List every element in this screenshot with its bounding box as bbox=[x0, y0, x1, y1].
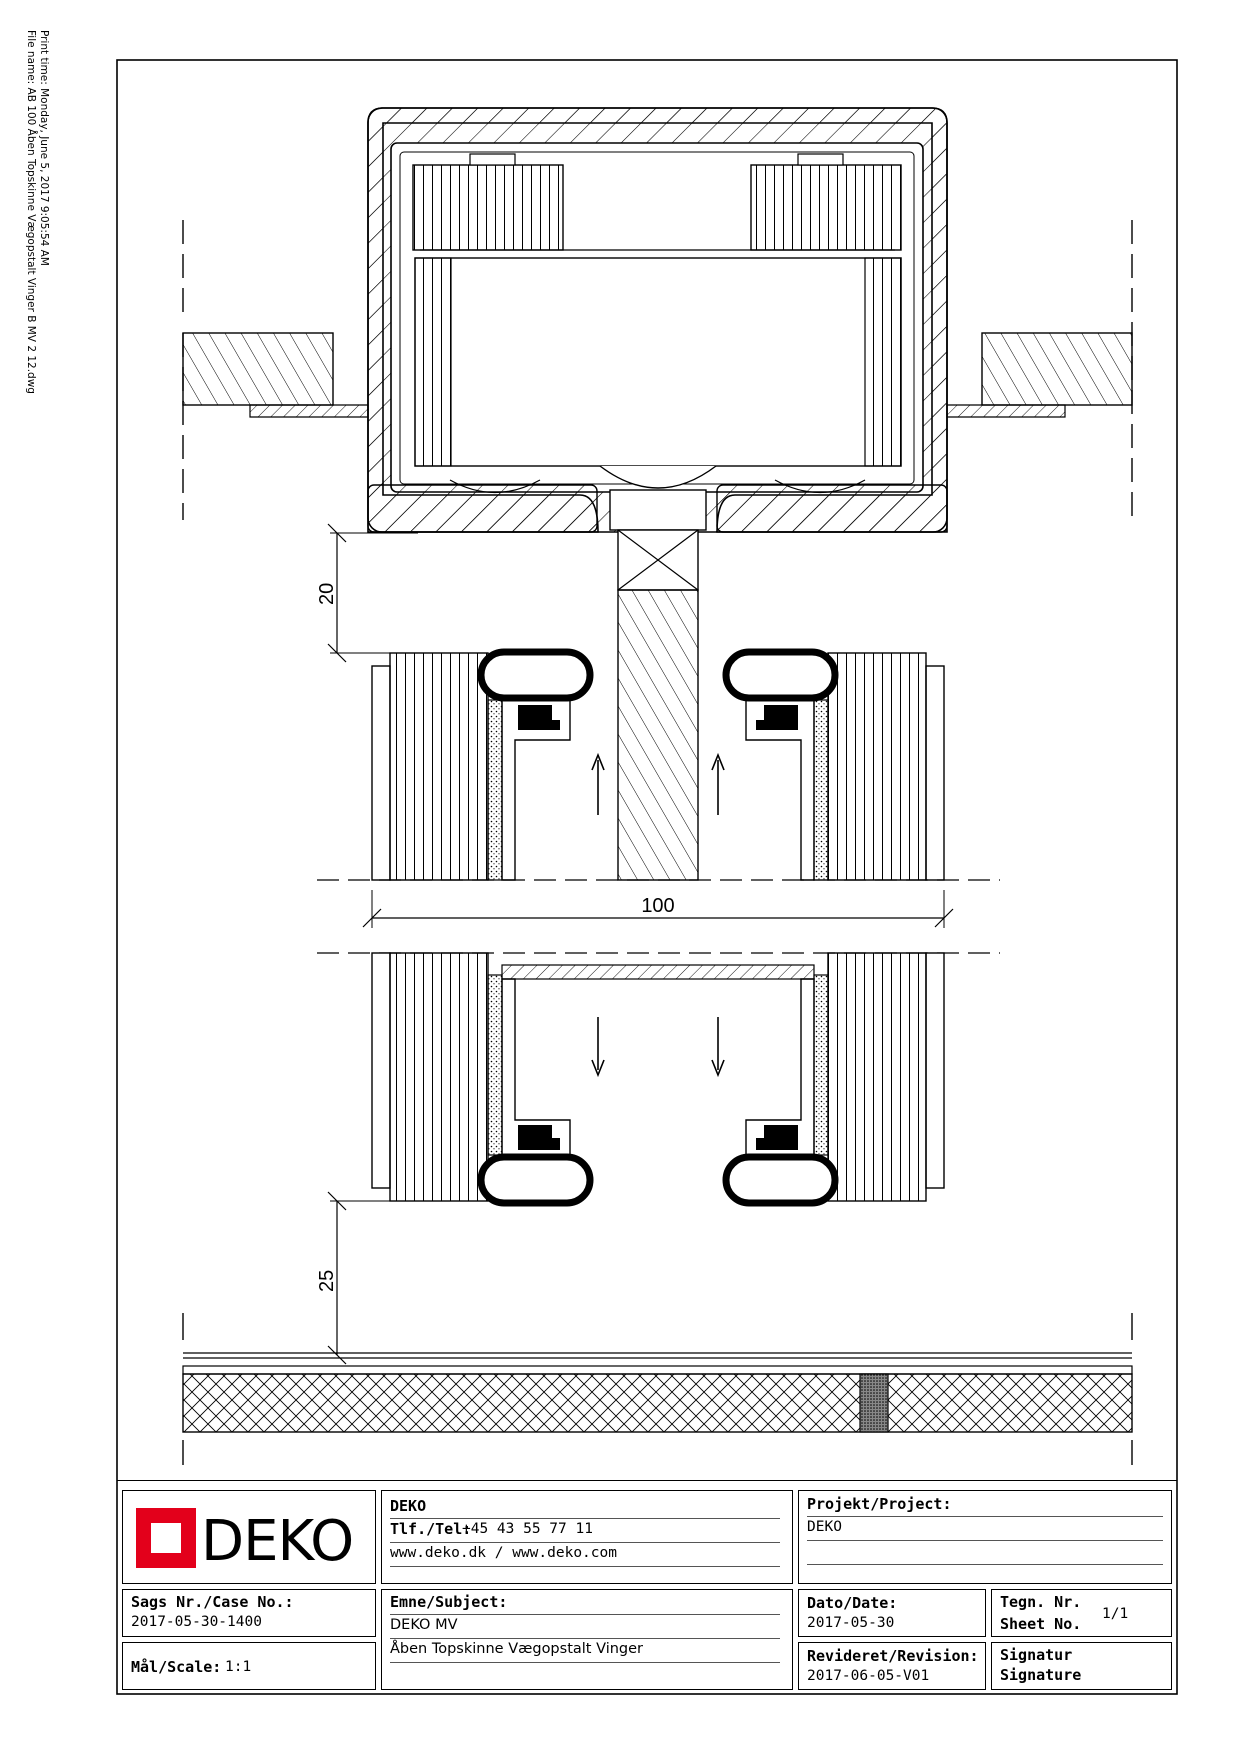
logo-cell: DEKO bbox=[122, 1490, 376, 1584]
signature-label-1: Signatur bbox=[1000, 1646, 1073, 1664]
signature-label-2: Signature bbox=[1000, 1666, 1082, 1684]
subject-line1: DEKO MV bbox=[390, 1617, 458, 1633]
tel-label: Tlf./Tel: bbox=[390, 1520, 472, 1538]
revision-cell: Revideret/Revision: 2017-06-05-V01 bbox=[798, 1642, 986, 1690]
company-cell: DEKO Tlf./Tel: +45 43 55 77 11 www.deko.… bbox=[381, 1490, 793, 1584]
deko-logo-mark bbox=[136, 1508, 196, 1568]
sheet-value: 1/1 bbox=[1102, 1606, 1129, 1622]
dim-bottom-label: 25 bbox=[316, 1270, 338, 1292]
sheet-border bbox=[116, 59, 1178, 1695]
signature-cell: Signatur Signature bbox=[991, 1642, 1172, 1690]
case-cell: Sags Nr./Case No.: 2017-05-30-1400 bbox=[122, 1589, 376, 1637]
dim-width-label: 100 bbox=[641, 895, 674, 917]
web-address: www.deko.dk / www.deko.com bbox=[390, 1545, 617, 1561]
scale-label: Mål/Scale: bbox=[131, 1658, 222, 1676]
project-value: DEKO bbox=[807, 1519, 842, 1535]
case-value: 2017-05-30-1400 bbox=[131, 1614, 262, 1630]
subject-line2: Åben Topskinne Vægopstalt Vinger bbox=[390, 1641, 643, 1657]
sheet-cell: Tegn. Nr. Sheet No. 1/1 bbox=[991, 1589, 1172, 1637]
subject-label: Emne/Subject: bbox=[390, 1593, 508, 1611]
revision-value: 2017-06-05-V01 bbox=[807, 1668, 930, 1684]
scale-value: 1:1 bbox=[225, 1659, 252, 1675]
sheet-label-1: Tegn. Nr. bbox=[1000, 1593, 1082, 1611]
date-label: Dato/Date: bbox=[807, 1594, 898, 1612]
project-cell: Projekt/Project: DEKO bbox=[798, 1490, 1172, 1584]
upper-panels bbox=[371, 648, 945, 881]
lower-panels bbox=[371, 952, 945, 1207]
roller-carriage bbox=[412, 153, 902, 531]
subject-cell: Emne/Subject: DEKO MV Åben Topskinne Væg… bbox=[381, 1589, 793, 1690]
date-value: 2017-05-30 bbox=[807, 1615, 895, 1631]
logo-text: DEKO bbox=[201, 1509, 354, 1574]
date-cell: Dato/Date: 2017-05-30 bbox=[798, 1589, 986, 1637]
title-block: DEKO DEKO Tlf./Tel: +45 43 55 77 11 www.… bbox=[117, 1480, 1177, 1694]
company-name: DEKO bbox=[390, 1497, 427, 1515]
hanger-bolt bbox=[617, 529, 699, 881]
case-label: Sags Nr./Case No.: bbox=[131, 1593, 294, 1611]
dimension-100 bbox=[362, 890, 954, 928]
dim-top-label: 20 bbox=[316, 583, 338, 605]
ceiling-slabs bbox=[182, 220, 1133, 520]
sheet-label-2: Sheet No. bbox=[1000, 1615, 1082, 1633]
dimension-25 bbox=[327, 1191, 398, 1365]
scale-cell: Mål/Scale: 1:1 bbox=[122, 1642, 376, 1690]
floor-section bbox=[182, 1313, 1133, 1465]
dimension-20 bbox=[327, 523, 418, 663]
project-label: Projekt/Project: bbox=[807, 1495, 952, 1513]
revision-label: Revideret/Revision: bbox=[807, 1647, 979, 1665]
tel-value: +45 43 55 77 11 bbox=[462, 1521, 593, 1537]
